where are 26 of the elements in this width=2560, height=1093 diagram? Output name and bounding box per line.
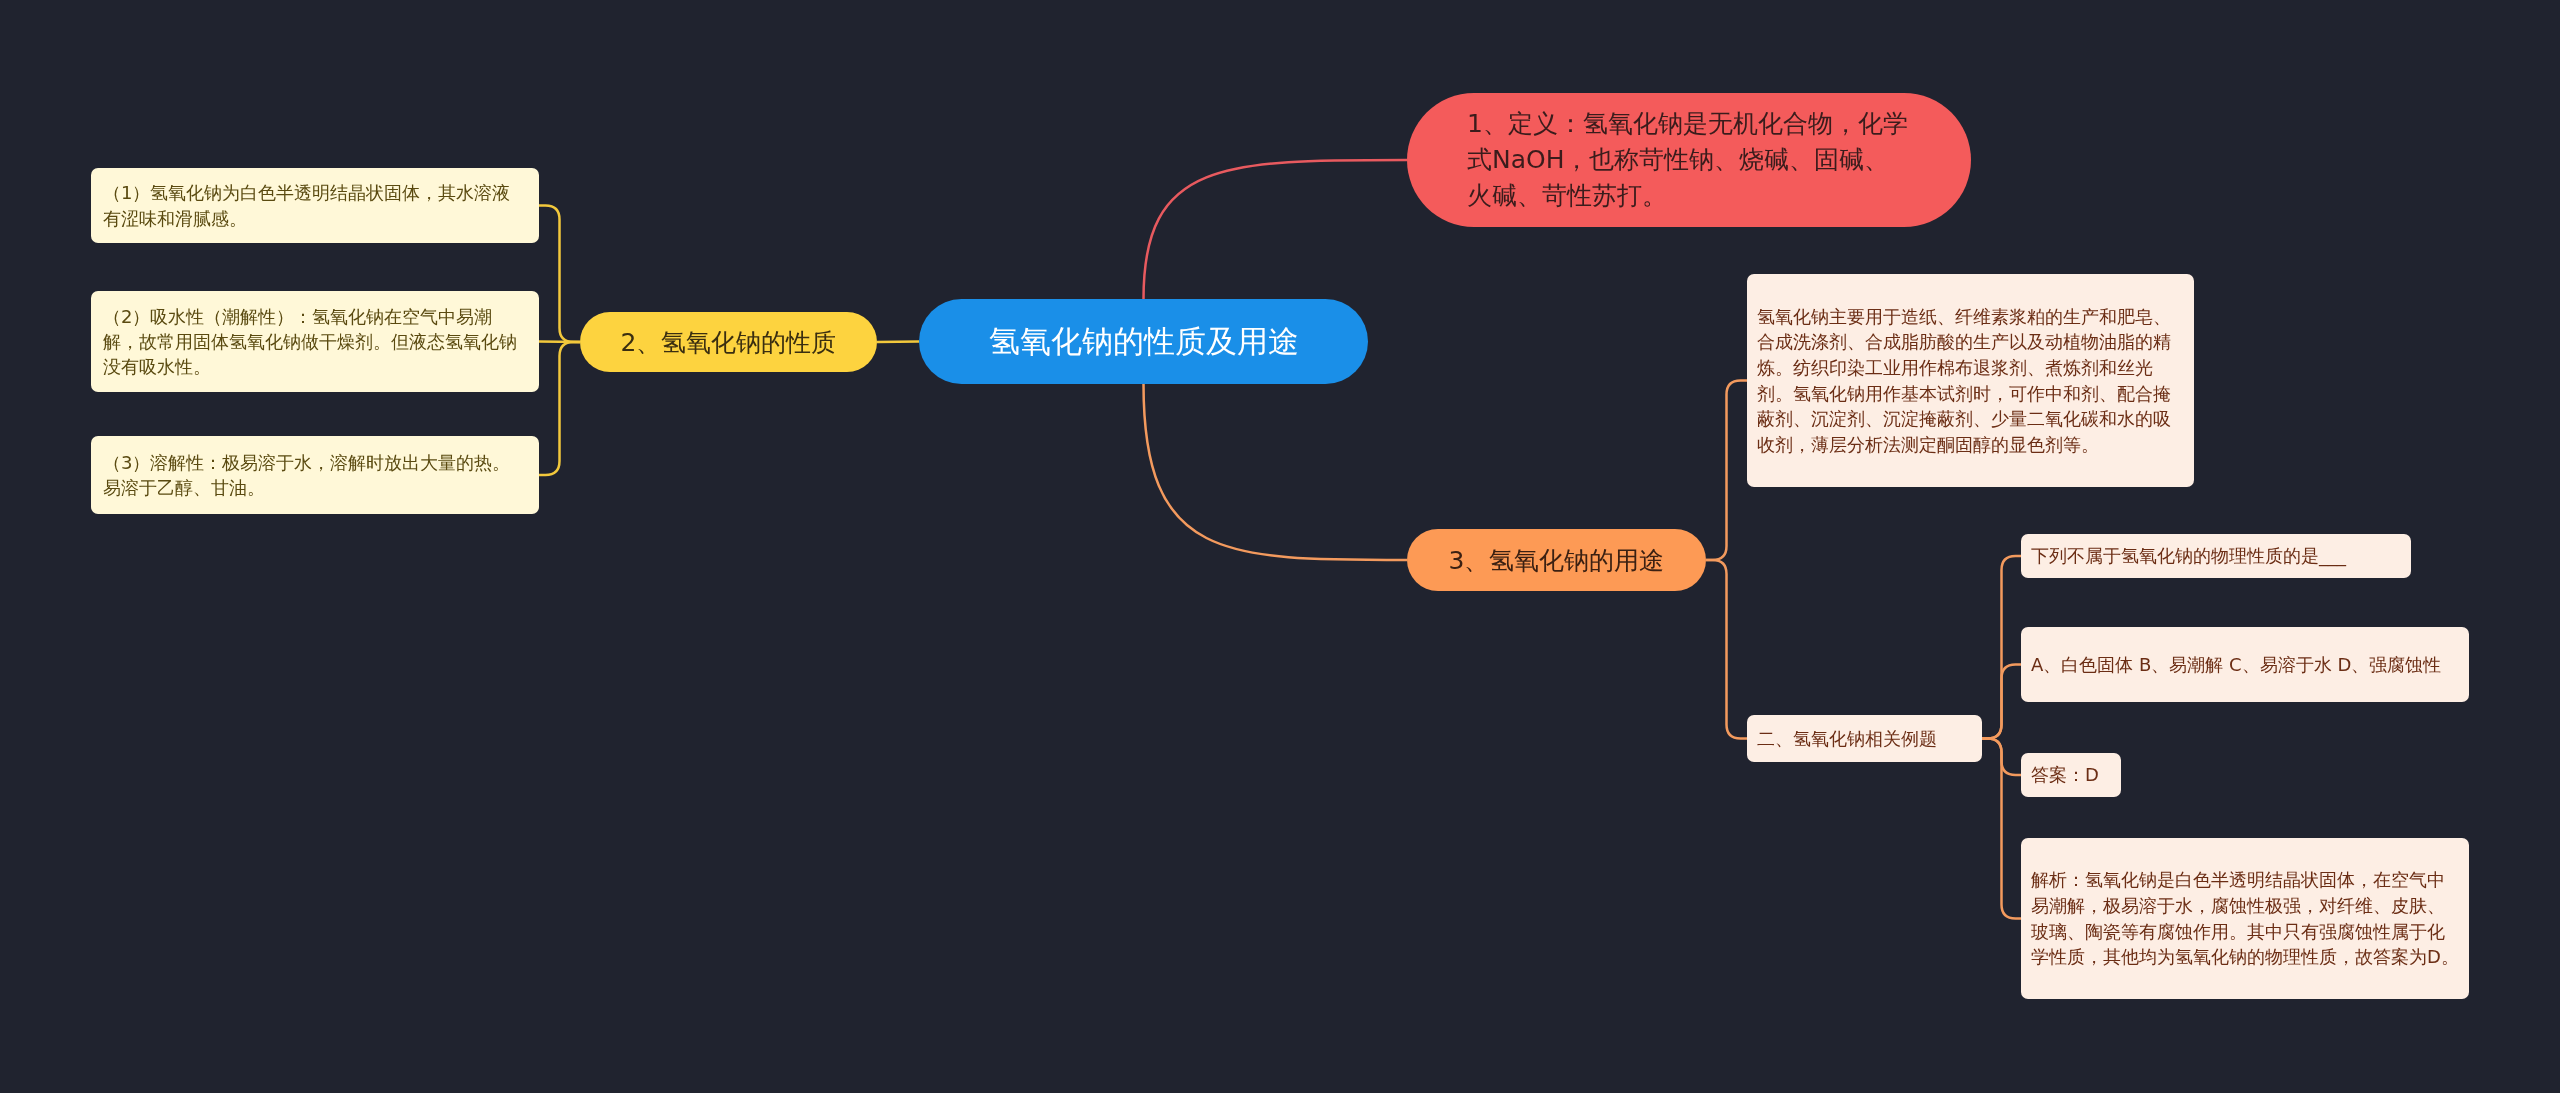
topic-text: 氢氧化钠的性质及用途 xyxy=(988,321,1299,361)
topic-text: 二、氢氧化钠相关例题 xyxy=(1757,726,1937,751)
subtopic-card xyxy=(1747,715,1982,762)
topic-text: （2）吸水性（潮解性）：氢氧化钠在空气中易潮解，故常用固体氢氧化钠做干燥剂。但液态氢氧化钠没有吸水性。 xyxy=(103,304,518,380)
topic-pill xyxy=(580,312,877,372)
subtopic-card xyxy=(2021,838,2469,999)
connector-line xyxy=(1142,383,1407,562)
topic-text: 2、氢氧化钠的性质 xyxy=(620,326,837,359)
connector-line xyxy=(877,340,919,344)
subtopic-card xyxy=(2021,627,2469,702)
subtopic-card xyxy=(2021,534,2411,578)
subtopic-card xyxy=(91,436,539,514)
topic-text: 氢氧化钠主要用于造纸、纤维素浆粕的生产和肥皂、合成洗涤剂、合成脂肪酸的生产以及动植物油脂的精炼。纺织印染工业用作棉布退浆剂、煮炼剂和丝光剂。氢氧化钠用作基本试剂时，可作中和剂、配合掩蔽剂、沉淀剂、沉淀掩蔽剂、少量二氧化碳和水的吸收剂，薄层分析法测定酮固醇的显色剂等。 xyxy=(1757,304,2172,457)
connector-line xyxy=(1142,158,1407,300)
topic-text: 3、氢氧化钠的用途 xyxy=(1448,544,1665,577)
topic-text: 解析：氢氧化钠是白色半透明结晶状固体，在空气中易潮解，极易溶于水，腐蚀性极强，对纤维、皮肤、玻璃、陶瓷等有腐蚀作用。其中只有强腐蚀性属于化学性质，其他均为氢氧化钠的物理性质，故答案为D。 xyxy=(2031,868,2459,970)
topic-text: 答案：D xyxy=(2031,763,2099,788)
topic-text: （1）氢氧化钠为白色半透明结晶状固体，其水溶液有涩味和滑腻感。 xyxy=(103,181,512,231)
subtopic-card xyxy=(1747,274,2194,487)
topic-text: （3）溶解性：极易溶于水，溶解时放出大量的热。易溶于乙醇、甘油。 xyxy=(103,450,512,500)
topic-text: A、白色固体 B、易潮解 C、易溶于水 D、强腐蚀性 xyxy=(2031,652,2442,677)
subtopic-card xyxy=(91,291,539,392)
topic-text: 1、定义：氢氧化钠是无机化合物，化学式NaOH，也称苛性钠、烧碱、固碱、火碱、苛性苏打。 xyxy=(1467,107,1909,213)
subtopic-card xyxy=(91,168,539,243)
topic-text: 下列不属于氢氧化钠的物理性质的是___ xyxy=(2031,544,2346,569)
subtopic-card xyxy=(2021,753,2121,797)
